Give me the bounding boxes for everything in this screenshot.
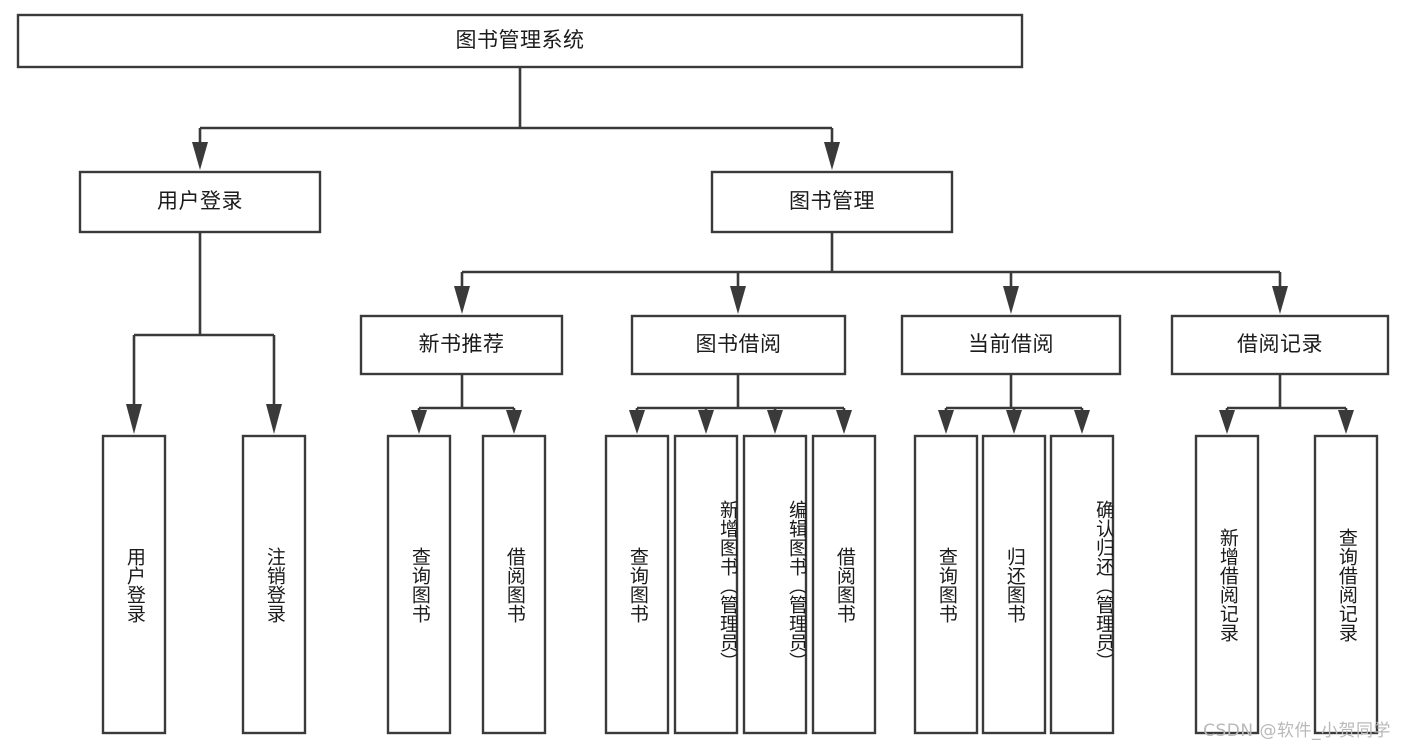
arrowhead-leaf-confirm-return xyxy=(1074,410,1090,434)
node-box-leaf-return-book[interactable] xyxy=(981,434,1047,735)
node-box-leaf-confirm-return[interactable] xyxy=(1049,434,1115,735)
arrowhead-leaf-edit-book xyxy=(767,410,783,434)
node-box-book-management[interactable] xyxy=(710,170,954,234)
arrowhead-book-borrow xyxy=(730,286,746,314)
node-box-leaf-query-book-1[interactable] xyxy=(386,434,452,735)
arrowhead-leaf-query-book-1 xyxy=(411,410,427,434)
arrowhead-current-borrow xyxy=(1003,286,1019,314)
arrowhead-to-book-management xyxy=(824,142,840,170)
arrowhead-leaf-borrow-book-2 xyxy=(836,410,852,434)
arrowhead-leaf-return-book xyxy=(1006,410,1022,434)
node-box-root[interactable] xyxy=(16,13,1024,69)
arrowhead-leaf-logout xyxy=(266,404,282,434)
node-box-leaf-query-record[interactable] xyxy=(1313,434,1379,735)
arrowhead-leaf-add-record xyxy=(1219,410,1235,434)
node-box-current-borrow[interactable] xyxy=(900,314,1122,376)
node-box-leaf-query-book-2[interactable] xyxy=(604,434,670,735)
node-box-new-book-recommend[interactable] xyxy=(359,314,564,376)
arrowhead-leaf-query-record xyxy=(1338,410,1354,434)
arrowhead-leaf-add-book xyxy=(698,410,714,434)
node-box-book-borrow[interactable] xyxy=(630,314,847,376)
arrowhead-borrow-records xyxy=(1272,286,1288,314)
arrowhead-leaf-borrow-book-1 xyxy=(506,410,522,434)
node-box-leaf-query-book-3[interactable] xyxy=(913,434,979,735)
node-box-leaf-borrow-book-2[interactable] xyxy=(811,434,877,735)
node-box-leaf-user-login[interactable] xyxy=(101,434,167,735)
node-box-leaf-edit-book[interactable] xyxy=(742,434,808,735)
arrowhead-to-user-login xyxy=(192,142,208,170)
node-box-borrow-records[interactable] xyxy=(1170,314,1390,376)
node-box-user-login[interactable] xyxy=(78,170,322,234)
node-box-leaf-add-book[interactable] xyxy=(673,434,739,735)
arrowhead-new-book-recommend xyxy=(454,286,470,314)
arrowhead-leaf-user-login xyxy=(126,404,142,434)
node-box-leaf-add-record[interactable] xyxy=(1194,434,1260,735)
arrowhead-leaf-query-book-3 xyxy=(938,410,954,434)
node-box-leaf-borrow-book-1[interactable] xyxy=(481,434,547,735)
arrowhead-leaf-query-book-2 xyxy=(629,410,645,434)
node-box-leaf-logout[interactable] xyxy=(241,434,307,735)
